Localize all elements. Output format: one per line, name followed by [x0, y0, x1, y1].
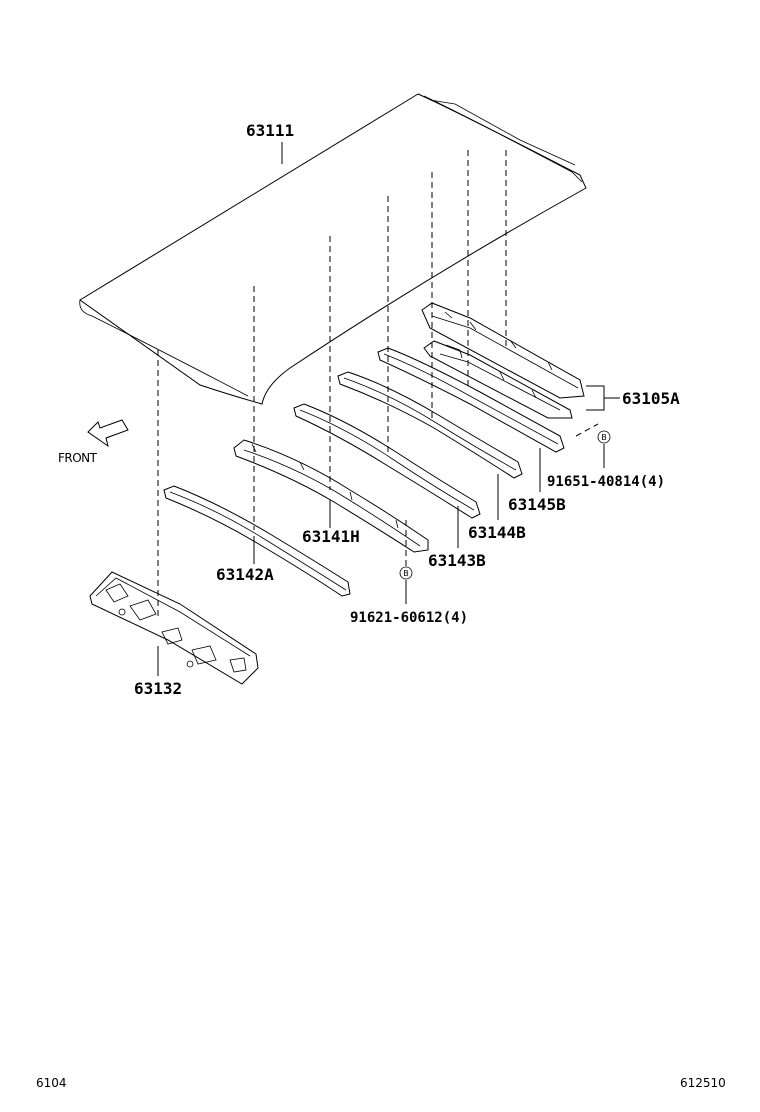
roof-bow-63145B	[377, 347, 565, 453]
roof-bow-63142A	[163, 485, 351, 597]
part-label-63143B: 63143B	[428, 551, 486, 570]
roof-bow-63143B	[293, 403, 481, 519]
assembly-dash-lines	[157, 150, 599, 620]
part-label-91621-60612: 91621-60612(4)	[350, 610, 468, 626]
part-label-63144B: 63144B	[468, 523, 526, 542]
footer-right-code: 612510	[680, 1076, 726, 1090]
footer-left-code: 6104	[36, 1076, 67, 1090]
part-label-63142A: 63142A	[216, 565, 274, 584]
part-label-63141H: 63141H	[302, 527, 360, 546]
bolt-badge-front: B	[399, 566, 413, 580]
part-label-63132: 63132	[134, 679, 182, 698]
front-direction-indicator: FRONT	[58, 419, 129, 465]
bolt-badge-rear-text: B	[601, 433, 607, 442]
part-label-63145B: 63145B	[508, 495, 566, 514]
bolt-badge-rear: B	[597, 430, 611, 444]
rear-header-rail	[421, 302, 585, 419]
part-label-63111: 63111	[246, 121, 294, 140]
leader-lines	[157, 142, 620, 676]
front-arrow-icon	[87, 419, 129, 448]
roof-bow-63144B	[337, 371, 523, 479]
front-header-panel	[89, 571, 259, 685]
part-label-63105A: 63105A	[622, 389, 680, 408]
front-label: FRONT	[58, 451, 98, 465]
part-label-91651-40814: 91651-40814(4)	[547, 474, 665, 490]
bolt-badge-front-text: B	[403, 569, 409, 578]
roof-panel	[79, 93, 587, 405]
